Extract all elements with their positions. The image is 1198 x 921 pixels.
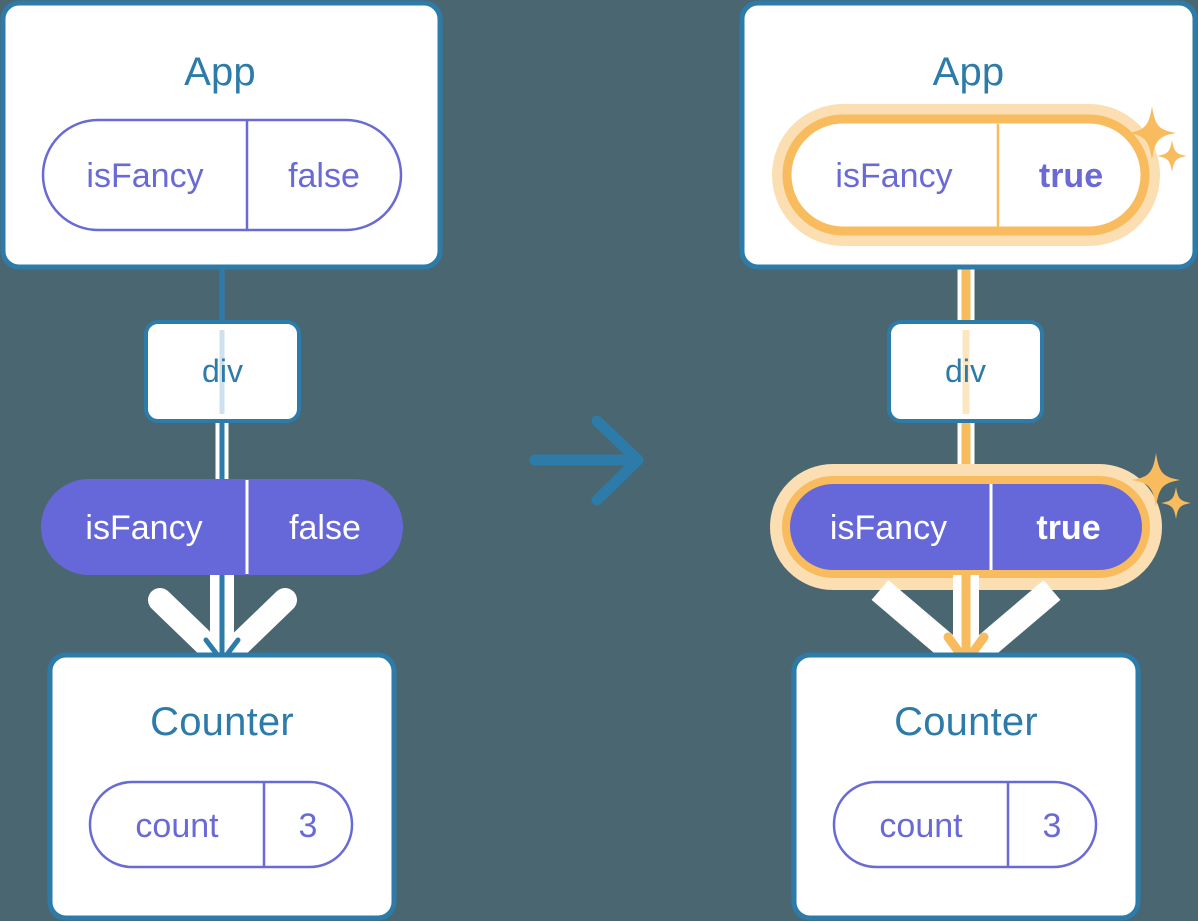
before-counter-state-pill xyxy=(88,780,354,869)
before-app-state-pill xyxy=(41,118,403,232)
before-props-pill xyxy=(41,479,403,575)
after-app-sparkle-small-icon xyxy=(1157,140,1187,172)
after-app-sparkle-large-icon xyxy=(1128,106,1176,160)
transition-arrow-icon xyxy=(529,415,644,506)
after-app-state-pill-highlight xyxy=(782,114,1150,236)
after-props-sparkle-large-icon xyxy=(1132,453,1180,507)
after-app-state-pill-halo xyxy=(772,104,1160,246)
after-counter-state-pill xyxy=(832,780,1098,869)
after-props-sparkle-small-icon xyxy=(1161,487,1191,519)
after-props-pill xyxy=(782,476,1150,578)
